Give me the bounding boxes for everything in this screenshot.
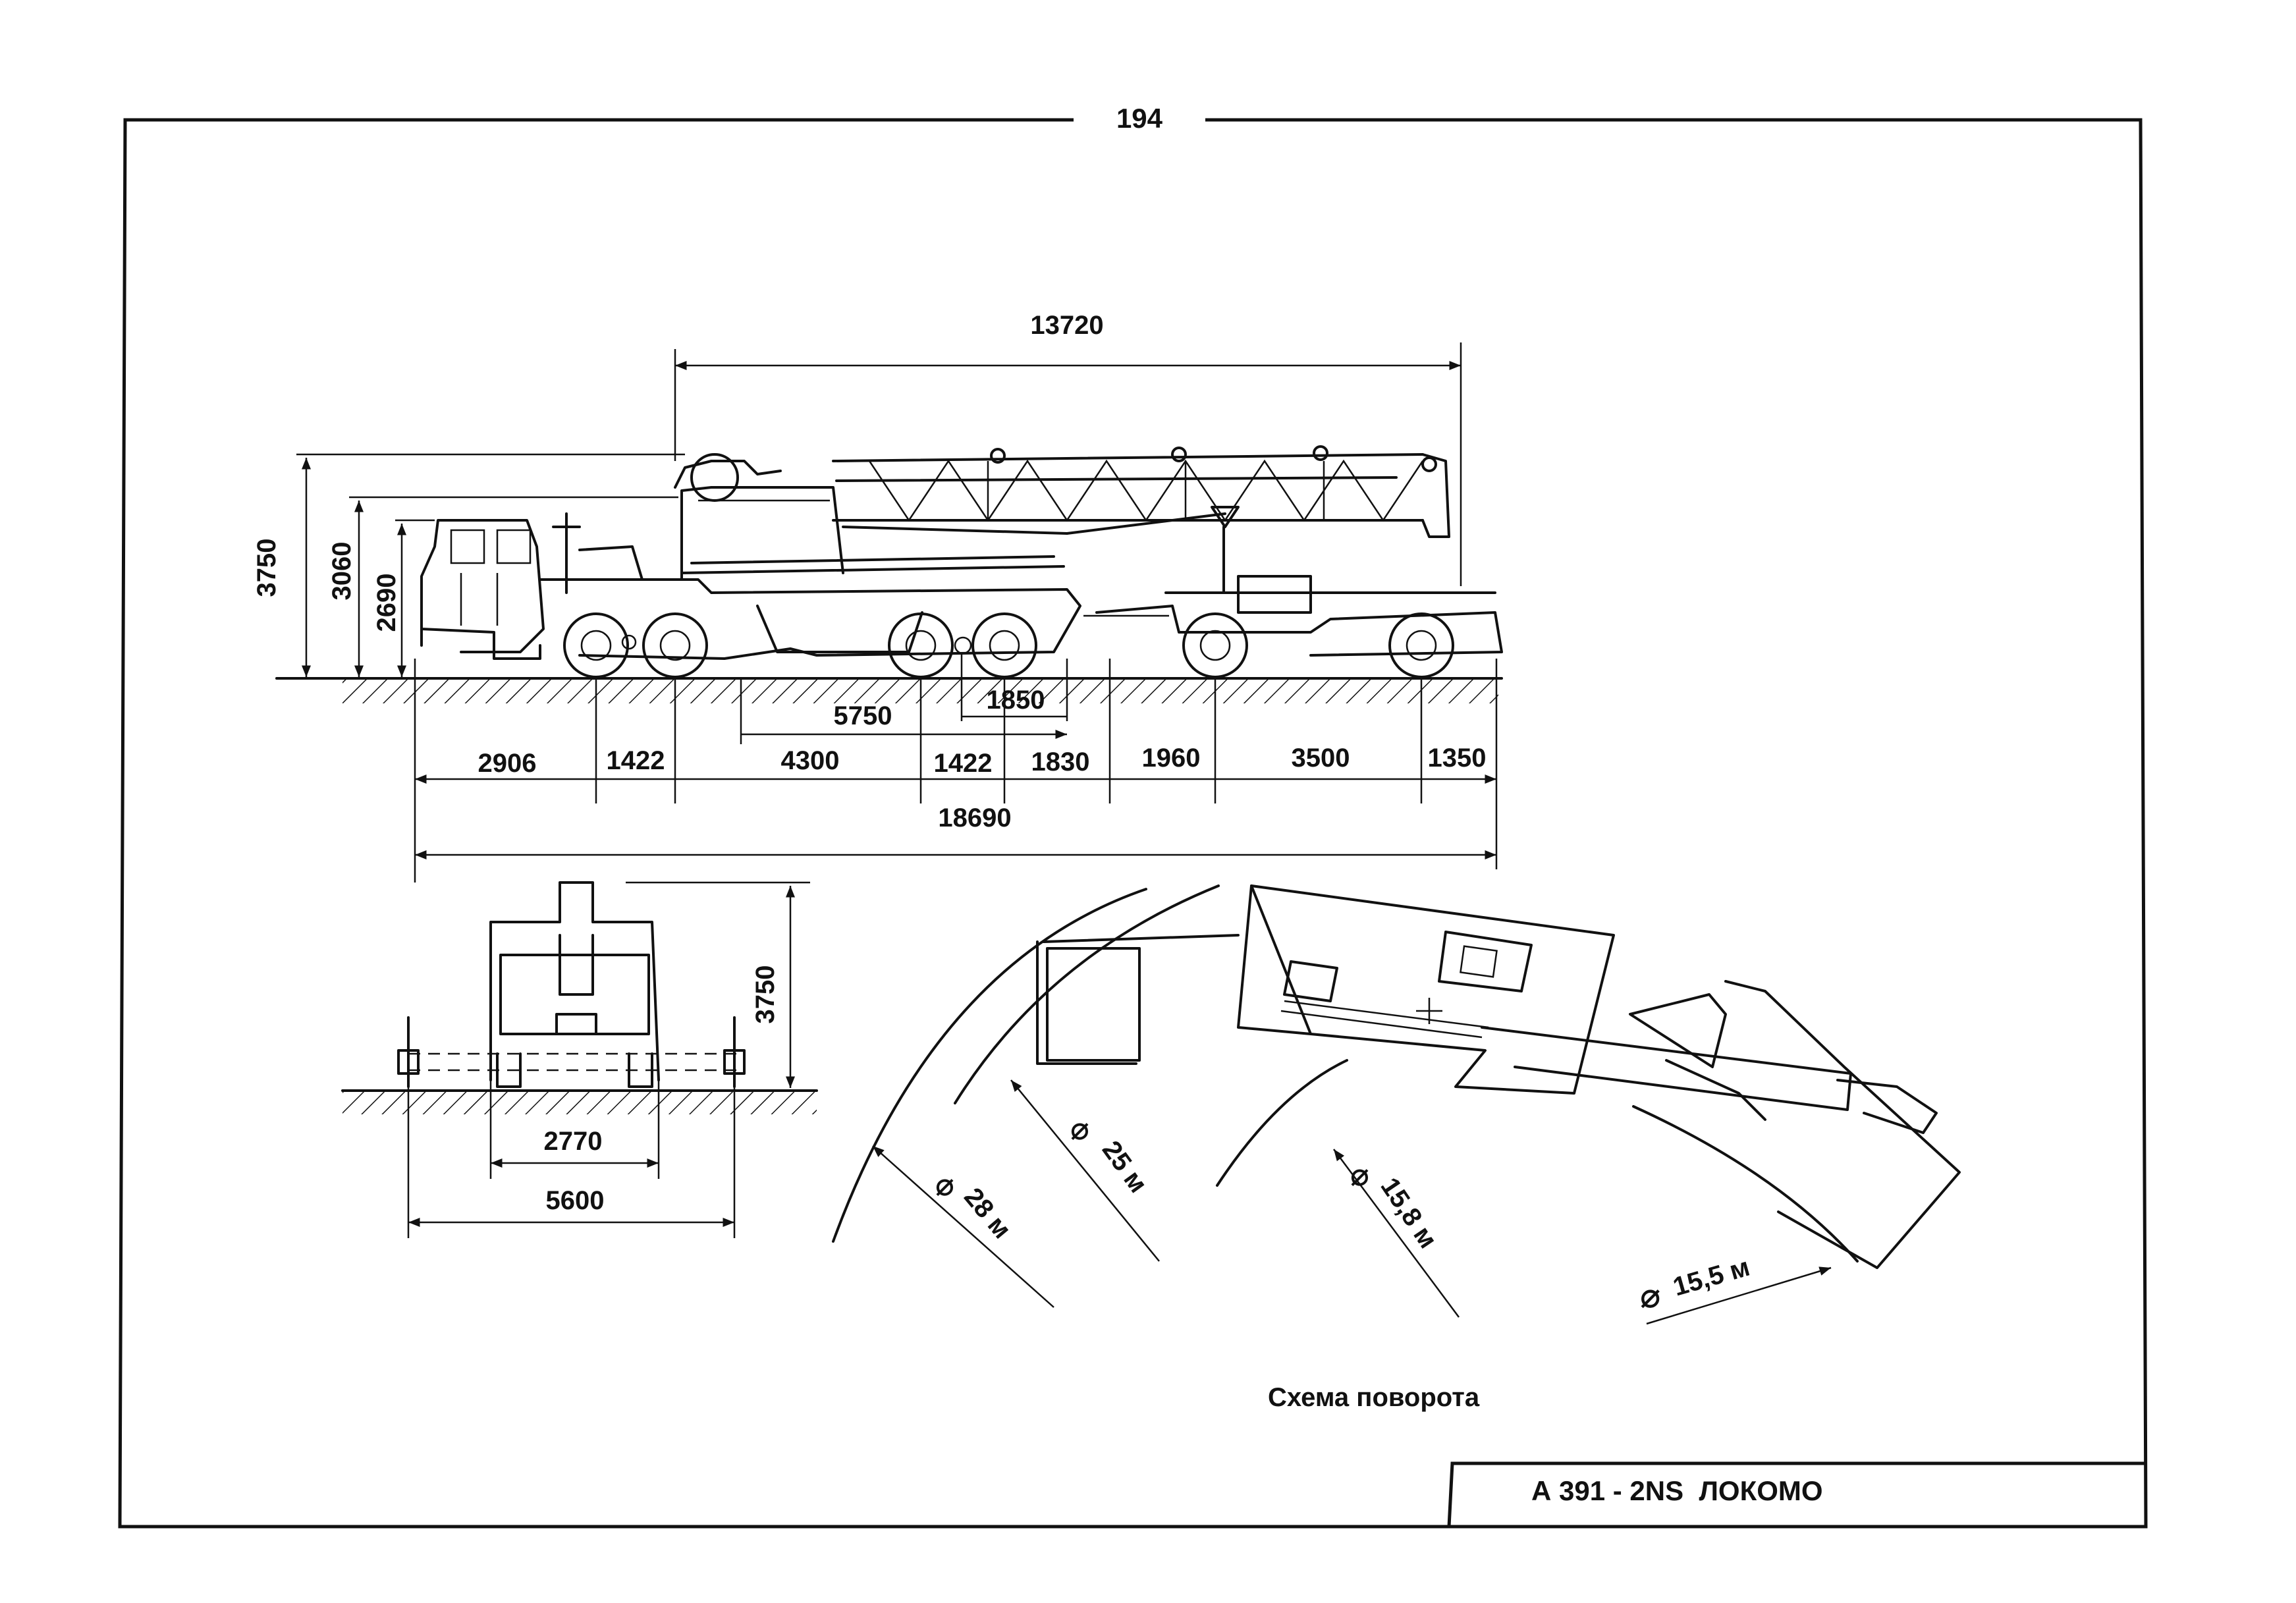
drawing-frame: 194 [118, 103, 2148, 1529]
dim-1960: 1960 [1142, 744, 1201, 773]
page-number: 194 [1116, 103, 1163, 134]
dim-track-2770: 2770 [544, 1127, 603, 1156]
dim-height-3060: 3060 [327, 542, 356, 601]
dim-1850: 1850 [987, 686, 1045, 715]
side-view: 13720 3750 3060 2690 5750 1850 [252, 311, 1503, 883]
dim-13720: 13720 [1030, 311, 1103, 340]
dim-2906: 2906 [478, 749, 537, 778]
dim-1422-a: 1422 [607, 746, 665, 775]
dim-span-5600: 5600 [546, 1186, 605, 1215]
dim-turning-15-8m: 15,8 м [1375, 1172, 1443, 1253]
title-block: А 391 - 2NS ЛОКОМО [1447, 1461, 2145, 1527]
title-block-text: А 391 - 2NS ЛОКОМО [1531, 1475, 1823, 1506]
dim-turning-28m: 28 м [958, 1183, 1016, 1245]
diameter-symbol-28: ⌀ [935, 1168, 954, 1203]
dim-height-2690: 2690 [372, 574, 401, 632]
front-view: 3750 2770 5600 [341, 881, 818, 1238]
dim-height-3750: 3750 [252, 539, 281, 597]
dim-18690: 18690 [938, 803, 1011, 832]
dim-overall-bottom: 18690 [415, 803, 1496, 859]
dim-overall-top: 13720 [674, 311, 1462, 586]
dim-1350: 1350 [1428, 744, 1487, 773]
diameter-symbol-158: ⌀ [1350, 1158, 1369, 1193]
truck-cab [420, 512, 643, 660]
dim-1422-b: 1422 [934, 749, 993, 778]
dim-front-height-3750: 3750 [751, 965, 780, 1024]
crane-superstructure [674, 453, 1065, 581]
dim-3500: 3500 [1292, 744, 1350, 773]
diameter-symbol-155: ⌀ [1640, 1277, 1660, 1315]
dim-turning-15-5m: 15,5 м [1670, 1253, 1753, 1302]
turning-caption: Схема поворота [1268, 1383, 1480, 1412]
dim-upper-row: 5750 1850 [740, 652, 1068, 744]
dim-4300: 4300 [781, 746, 840, 775]
dim-heights: 3750 3060 2690 [252, 453, 685, 677]
turning-scheme: ⌀ 28 м ⌀ 25 м ⌀ 15,8 м ⌀ 15,5 м Схема по… [832, 884, 1961, 1412]
dim-lower-row: 2906 1422 4300 1422 1830 1960 3500 1350 [414, 659, 1498, 883]
wheels [563, 612, 1454, 678]
dim-turning-25m: 25 м [1097, 1135, 1153, 1198]
dim-5750: 5750 [834, 701, 892, 730]
diameter-symbol-25: ⌀ [1070, 1112, 1089, 1147]
dim-1830: 1830 [1031, 747, 1090, 776]
lattice-boom [832, 445, 1450, 594]
